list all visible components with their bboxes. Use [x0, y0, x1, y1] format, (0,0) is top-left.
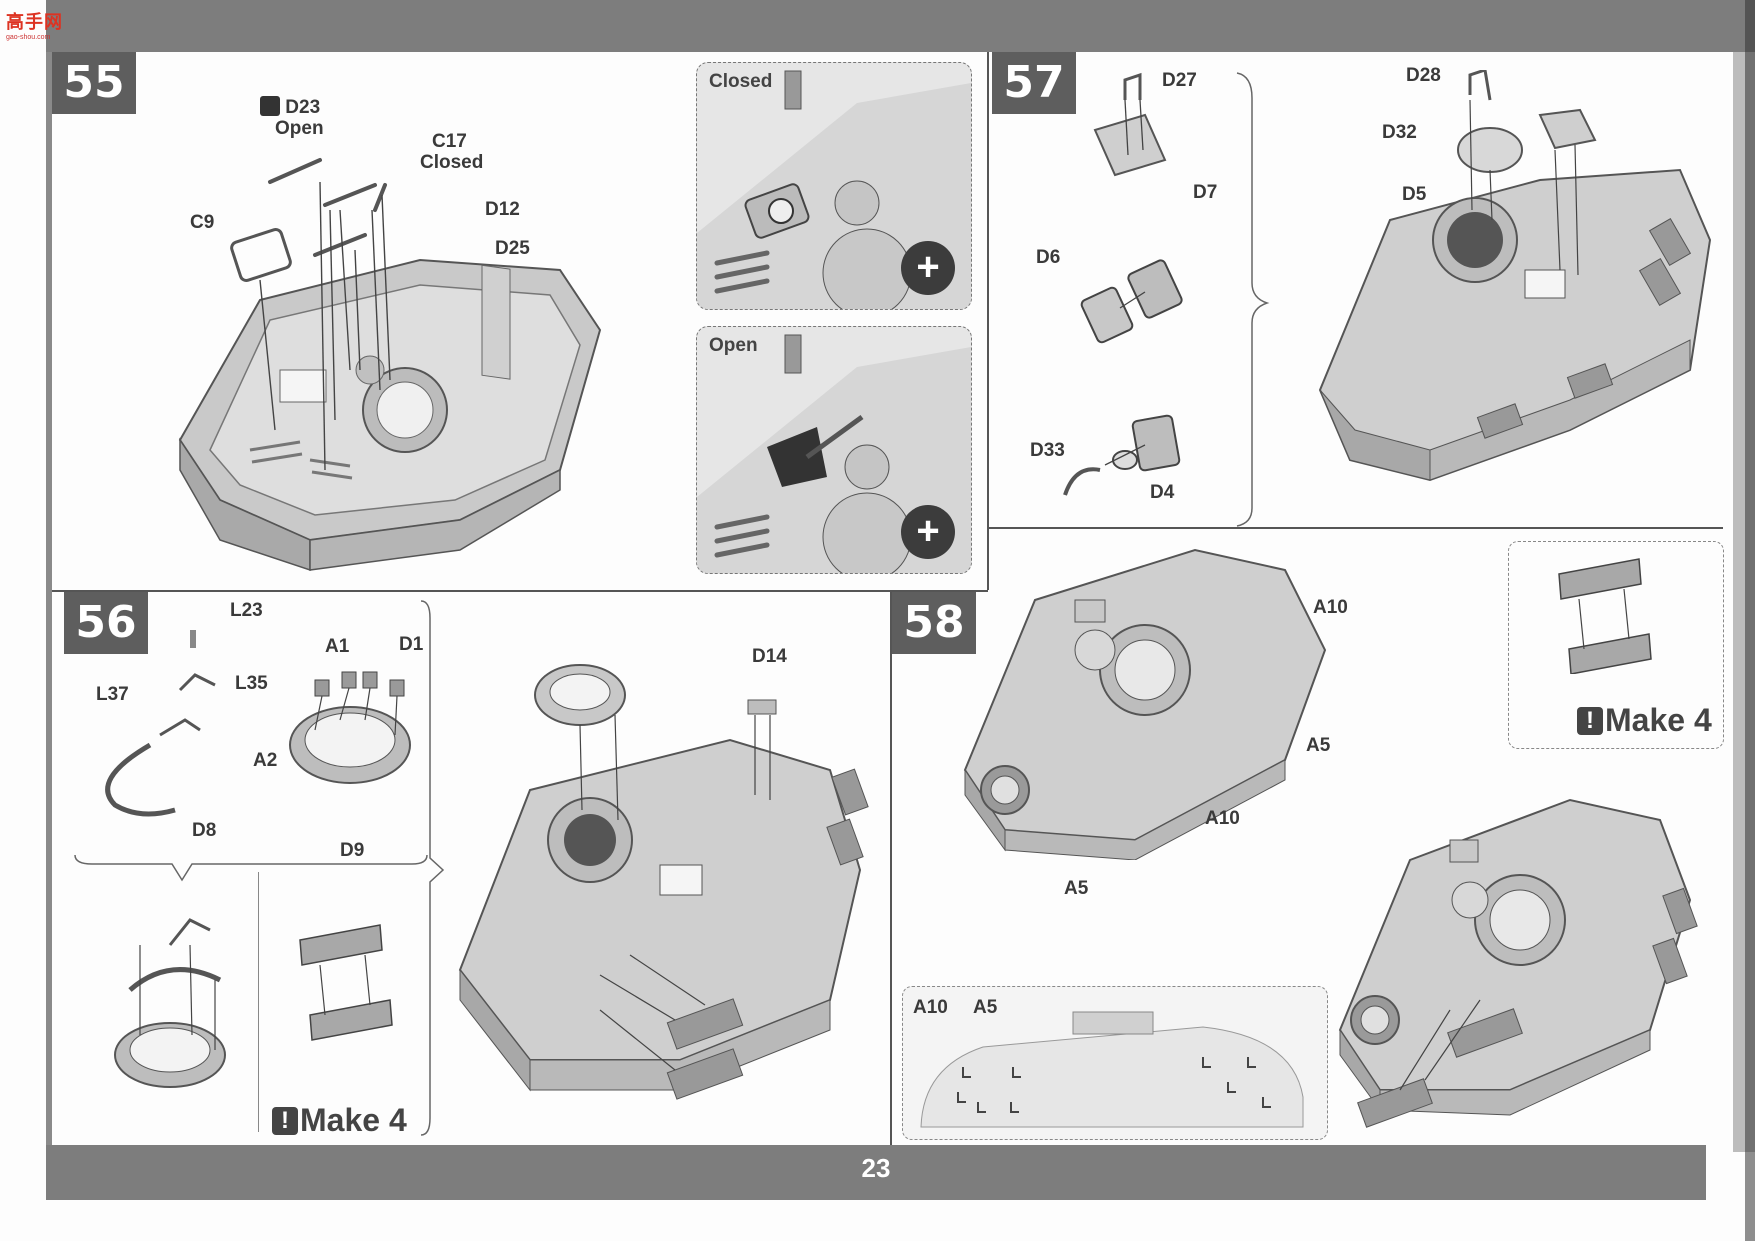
inset-open-drawing [697, 334, 971, 573]
label-a10-top: A10 [1313, 597, 1348, 618]
divider-55-bottom [52, 590, 988, 592]
warning-icon: ! [1577, 707, 1603, 735]
page-spine [1745, 0, 1755, 1241]
step-56-subassembly-drawing [114, 918, 226, 1088]
label-d6: D6 [1036, 247, 1061, 268]
label-a5-bottom: A5 [1064, 878, 1089, 899]
label-d27: D27 [1162, 70, 1197, 91]
step-58-hull-drawing [963, 548, 1327, 860]
label-d12: D12 [485, 199, 520, 220]
divider-55-right [987, 52, 989, 590]
label-a5-right: A5 [1306, 735, 1331, 756]
label-d23: D23 [260, 96, 320, 119]
step-56-hull-drawing [458, 664, 869, 1100]
label-d4: D4 [1150, 482, 1175, 503]
step-58-final-hull-drawing [1338, 798, 1698, 1128]
step-57-number: 57 [992, 52, 1076, 114]
photo-etch-icon [260, 96, 280, 116]
label-l35: L35 [235, 673, 268, 694]
inset-a10-a5: A10 A5 [902, 986, 1328, 1140]
step-56-track-links-drawing [299, 924, 393, 1041]
inset-open: Open + [696, 326, 972, 574]
label-d23-text: D23 [285, 97, 321, 118]
inset-hull-side-drawing [920, 1011, 1304, 1128]
label-d14: D14 [752, 646, 787, 667]
make-4-text: Make 4 [300, 1102, 407, 1138]
step-57-brace [1236, 72, 1270, 527]
step-58-track-links-drawing [1558, 558, 1652, 674]
logo-subtext: gao-shou.com [6, 34, 51, 41]
label-c9: C9 [190, 212, 215, 233]
step-56-right-brace [420, 600, 445, 1136]
inset-closed: Closed + [696, 62, 972, 310]
label-l23: L23 [230, 600, 263, 621]
inset-label-a10: A10 [913, 997, 948, 1018]
label-d7: D7 [1193, 182, 1218, 203]
label-open: Open [275, 118, 324, 139]
label-d5: D5 [1402, 184, 1427, 205]
divider-56-sub [258, 872, 259, 1132]
make-4-text: Make 4 [1605, 702, 1712, 738]
step-56-number: 56 [64, 592, 148, 654]
divider-56-58 [890, 590, 892, 1145]
step-56-brace [74, 854, 428, 882]
site-logo: 高手网 gao-shou.com [6, 8, 68, 41]
warning-icon: ! [272, 1107, 298, 1135]
page-number: 23 [861, 1153, 891, 1183]
step-58-number: 58 [892, 592, 976, 654]
label-d28: D28 [1406, 65, 1441, 86]
inset-closed-drawing [697, 70, 971, 309]
step-56-parts-drawing [105, 630, 411, 817]
label-d8: D8 [192, 820, 217, 841]
make-4-note-56: !Make 4 [272, 1102, 407, 1139]
divider-57-bottom [988, 527, 1723, 529]
label-d9: D9 [340, 840, 365, 861]
label-d32: D32 [1382, 122, 1417, 143]
step-57-hull-drawing [1318, 70, 1712, 482]
step-55-hull-drawing [178, 158, 602, 572]
zoom-in-icon: + [901, 241, 955, 295]
bottom-bar: 23 [46, 1145, 1706, 1200]
label-c17: C17 [432, 131, 467, 152]
make-4-note-58: !Make 4 [1577, 702, 1712, 739]
step-55-number: 55 [52, 52, 136, 114]
top-bar [46, 0, 1755, 52]
left-edge [46, 52, 52, 1145]
label-d1: D1 [399, 634, 424, 655]
zoom-in-icon: + [901, 505, 955, 559]
label-d33: D33 [1030, 440, 1065, 461]
inset-open-title: Open [709, 335, 758, 356]
label-d25: D25 [495, 238, 530, 259]
label-a1: A1 [325, 636, 350, 657]
inset-label-a5: A5 [973, 997, 998, 1018]
make-4-box-58: !Make 4 [1508, 541, 1724, 749]
step-57-parts-drawing [1063, 72, 1183, 496]
logo-text: 高手网 [6, 12, 63, 33]
label-closed: Closed [420, 152, 484, 173]
inset-closed-title: Closed [709, 71, 773, 92]
label-a2: A2 [253, 750, 278, 771]
label-a10-mid: A10 [1205, 808, 1240, 829]
label-l37: L37 [96, 684, 129, 705]
